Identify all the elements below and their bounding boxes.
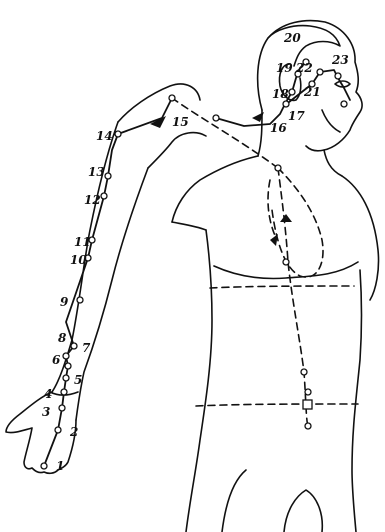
point-mid-1	[283, 259, 289, 265]
point-mid-square	[303, 400, 312, 409]
label-19: 19	[276, 61, 293, 75]
point-9	[77, 297, 83, 303]
label-9: 9	[60, 295, 69, 309]
arm-upper-bottom	[148, 133, 206, 168]
label-14: 14	[96, 129, 113, 143]
label-11: 11	[74, 235, 91, 249]
torso-right-lower	[352, 270, 362, 532]
point-23	[335, 73, 341, 79]
label-23: 23	[331, 53, 349, 67]
point-4	[61, 389, 67, 395]
neck-front	[324, 150, 342, 176]
label-18: 18	[272, 87, 289, 101]
point-mid-4	[305, 423, 311, 429]
point-22	[317, 69, 323, 75]
point-6	[65, 363, 71, 369]
label-1: 1	[56, 459, 64, 473]
label-13: 13	[88, 165, 105, 179]
point-2	[55, 427, 61, 433]
point-mid-2	[301, 369, 307, 375]
label-7: 7	[82, 341, 91, 355]
label-10: 10	[70, 253, 87, 267]
label-3: 3	[42, 405, 50, 419]
internal-path-descend	[278, 168, 308, 426]
point-1	[41, 463, 47, 469]
underarm	[172, 222, 206, 230]
label-16: 16	[270, 121, 287, 135]
body-outline	[6, 21, 379, 532]
arrow-chest	[270, 234, 278, 246]
label-12: 12	[84, 193, 101, 207]
point-chest	[275, 165, 281, 171]
pants-crotch	[284, 490, 322, 532]
label-21: 21	[303, 85, 321, 99]
point-17	[283, 101, 289, 107]
label-17: 17	[288, 109, 305, 123]
point-13	[105, 173, 111, 179]
hand	[6, 392, 76, 473]
label-8: 8	[58, 331, 67, 345]
point-5	[63, 375, 69, 381]
label-5: 5	[74, 373, 82, 387]
point-14	[115, 131, 121, 137]
arrow-descend	[280, 214, 292, 222]
point-face-cheek	[341, 101, 347, 107]
waist-line	[196, 404, 358, 406]
label-2: 2	[69, 425, 78, 439]
point-3	[59, 405, 65, 411]
pants-left	[222, 470, 246, 532]
label-6: 6	[52, 353, 61, 367]
shoulder-left	[172, 156, 258, 222]
point-7	[71, 343, 77, 349]
label-15: 15	[172, 115, 189, 129]
diaphragm-line	[210, 286, 354, 288]
label-22: 22	[295, 61, 313, 75]
point-15	[169, 95, 175, 101]
torso-left	[186, 230, 212, 532]
point-mid-3	[305, 389, 311, 395]
point-8	[63, 353, 69, 359]
label-20: 20	[283, 31, 301, 45]
label-4: 4	[44, 387, 52, 401]
point-12	[101, 193, 107, 199]
cheek-line	[322, 110, 340, 132]
point-16	[213, 115, 219, 121]
point-18	[289, 89, 295, 95]
